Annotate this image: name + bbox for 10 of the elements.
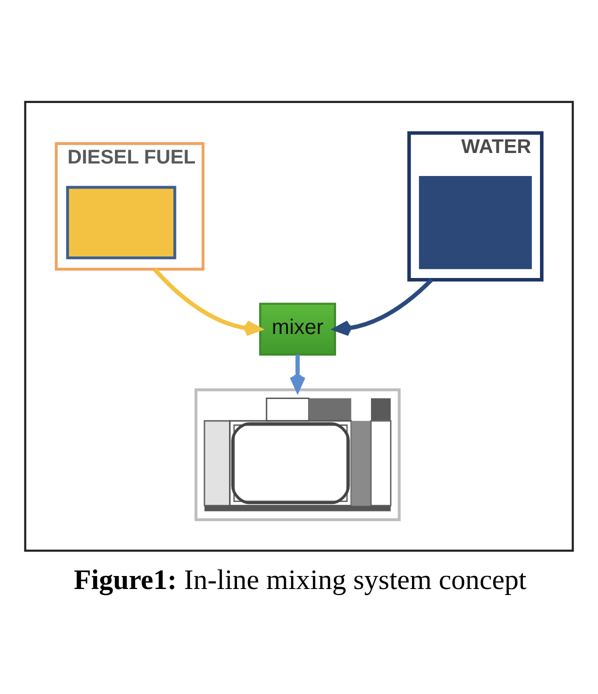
node-box	[66, 185, 176, 259]
cluster: WATER	[407, 130, 544, 282]
node-picture	[194, 388, 401, 521]
caption: Figure1: In-line mixing system concept	[74, 564, 526, 596]
arrow	[334, 278, 434, 336]
node-box	[418, 176, 532, 269]
node-box: mixer	[259, 302, 336, 356]
arrow	[153, 267, 262, 336]
cluster	[24, 100, 574, 552]
cluster: DIESEL FUEL	[54, 142, 204, 270]
